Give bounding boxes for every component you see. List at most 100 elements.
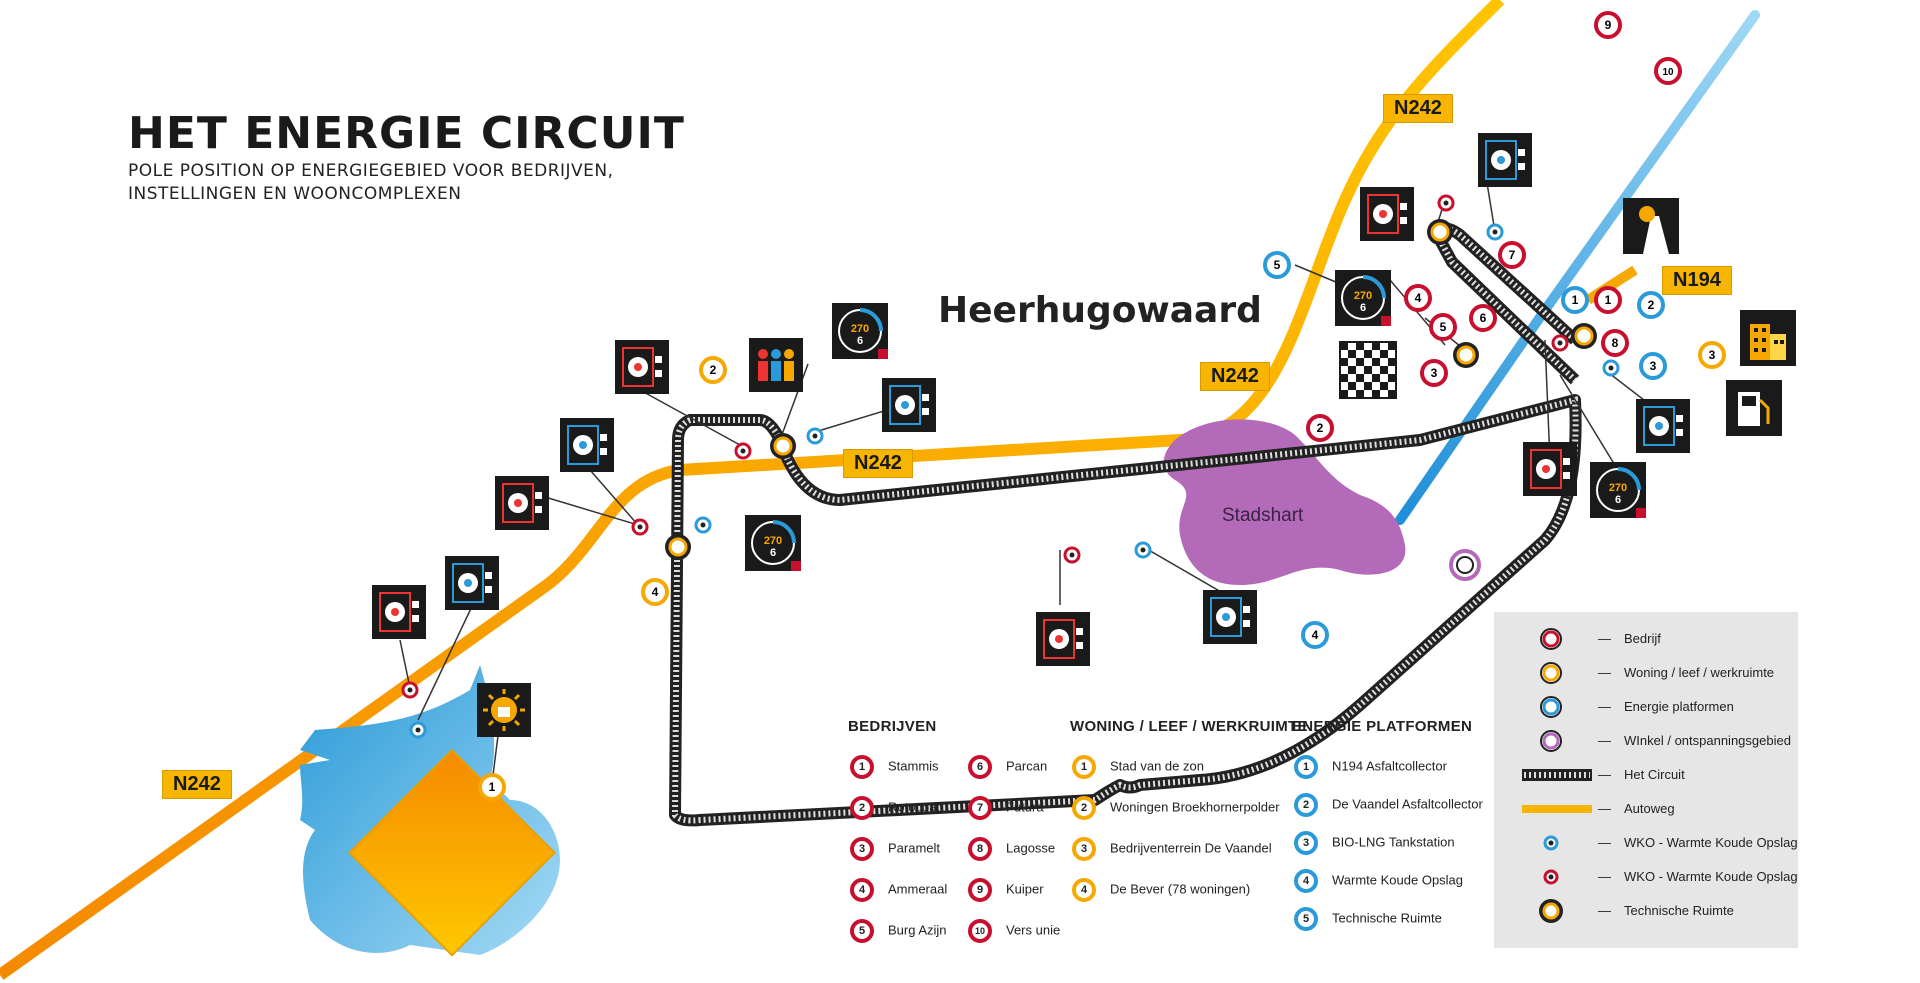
legend-label: Vers unie [1006, 922, 1061, 938]
bedrijf-marker: 10 [968, 918, 992, 943]
city-label: Heerhugowaard [938, 290, 1262, 331]
wko-red-marker [1551, 334, 1569, 352]
woning-marker: 3 [1072, 836, 1096, 861]
energy-steering-icon [1203, 590, 1257, 644]
bedrijf-marker: 5 [850, 918, 874, 943]
road-label-n242: N242 [1200, 362, 1270, 391]
map-marker-energie-5: 5 [1263, 251, 1291, 279]
key-dash: — [1598, 631, 1611, 646]
key-label: WKO - Warmte Koude Opslag [1624, 869, 1798, 884]
map-marker-bedrijf-8: 8 [1601, 329, 1629, 357]
bedrijf-marker: 6 [968, 754, 992, 779]
wko-blue-marker [1602, 359, 1620, 377]
bedrijf-marker: 3 [850, 836, 874, 861]
map-marker-woning-3: 3 [1698, 341, 1726, 369]
svg-text:270: 270 [764, 535, 782, 547]
legend-label: Burg Azijn [888, 922, 947, 938]
technische-ruimte-marker [665, 534, 691, 560]
svg-text:3: 3 [1431, 366, 1438, 380]
map-marker-bedrijf-5: 5 [1429, 313, 1457, 341]
svg-text:2: 2 [710, 363, 717, 377]
svg-text:9: 9 [1605, 18, 1612, 32]
woning-symbol-icon [1540, 662, 1562, 684]
legend-label: De Bever (78 woningen) [1110, 881, 1251, 897]
svg-text:5: 5 [1274, 258, 1281, 272]
legend-label: Stammis [888, 758, 939, 774]
map-marker-woning-1: 1 [478, 773, 506, 801]
map-marker-bedrijf-1: 1 [1594, 286, 1622, 314]
bedrijf-marker: 8 [968, 836, 992, 861]
key-dash: — [1598, 869, 1611, 884]
wko-red-marker [734, 442, 752, 460]
legend-label: Woningen Broekhornerpolder [1110, 799, 1280, 815]
legend-label: Lagosse [1006, 840, 1056, 856]
wko-blue-marker [806, 427, 824, 445]
svg-text:6: 6 [1615, 494, 1621, 506]
svg-text:4: 4 [1312, 628, 1319, 642]
winkel-symbol-icon [1540, 730, 1562, 752]
legend-label: Technische Ruimte [1332, 910, 1442, 926]
bedrijf-marker: 7 [968, 795, 992, 820]
legend-item-bedrijf: 10 Vers unie [968, 918, 1061, 943]
key-label: Energie platformen [1624, 699, 1734, 714]
woning-marker: 1 [1072, 754, 1096, 779]
technische-ruimte-nodes [665, 219, 1597, 560]
energie-symbol-icon [1540, 696, 1562, 718]
legend-label: Parcan [1006, 758, 1048, 774]
key-dash: — [1598, 801, 1611, 816]
legend-label: Paramelt [888, 840, 941, 856]
technische-ruimte-marker [770, 433, 796, 459]
key-label: Bedrijf [1624, 631, 1661, 646]
page-title: HET ENERGIE CIRCUIT [128, 108, 685, 159]
map-marker-woning-4: 4 [641, 578, 669, 606]
legend-label: Stad van de zon [1110, 758, 1204, 774]
company-steering-icon [1036, 612, 1090, 666]
svg-text:2: 2 [1648, 298, 1655, 312]
legend-label: Futura [1006, 799, 1044, 815]
energy-steering-icon [560, 418, 614, 472]
key-dash: — [1598, 665, 1611, 680]
key-dash: — [1598, 835, 1611, 850]
key-label: Technische Ruimte [1624, 903, 1734, 918]
map-marker-winkel [1449, 549, 1481, 581]
svg-text:2: 2 [1317, 421, 1324, 435]
legend-item-bedrijf: 3 Paramelt [850, 836, 941, 861]
legend-title-energie: ENERGIE PLATFORMEN [1292, 718, 1473, 735]
legend-label: Bedrijventerrein De Vaandel [1110, 840, 1272, 856]
energie-marker: 4 [1294, 868, 1318, 893]
legend-title-bedrijven: BEDRIJVEN [848, 718, 937, 735]
company-steering-icon [615, 340, 669, 394]
page-subtitle: POLE POSITION OP ENERGIEGEBIED VOOR BEDR… [128, 160, 614, 206]
wko-blue-marker [1486, 223, 1504, 241]
legend-label: BIO-LNG Tankstation [1332, 834, 1455, 850]
svg-text:8: 8 [1612, 336, 1619, 350]
map-marker-bedrijf-2: 2 [1306, 414, 1334, 442]
svg-text:270: 270 [1609, 482, 1627, 494]
key-label: WKO - Warmte Koude Opslag [1624, 835, 1798, 850]
technische-ruimte-marker [1427, 219, 1453, 245]
map-marker-energie-1: 1 [1561, 286, 1589, 314]
company-steering-icon [495, 476, 549, 530]
legend-label: Ammeraal [888, 881, 948, 897]
svg-text:270: 270 [1354, 290, 1372, 302]
bedrijf-marker: 9 [968, 877, 992, 902]
map-marker-energie-4: 4 [1301, 621, 1329, 649]
energy-steering-icon [445, 556, 499, 610]
svg-text:10: 10 [1662, 67, 1674, 78]
wko-blue-marker [1134, 541, 1152, 559]
map-marker-energie-2: 2 [1637, 291, 1665, 319]
svg-text:4: 4 [1415, 291, 1422, 305]
legend-item-bedrijf: 8 Lagosse [968, 836, 1056, 861]
svg-text:270: 270 [851, 323, 869, 335]
